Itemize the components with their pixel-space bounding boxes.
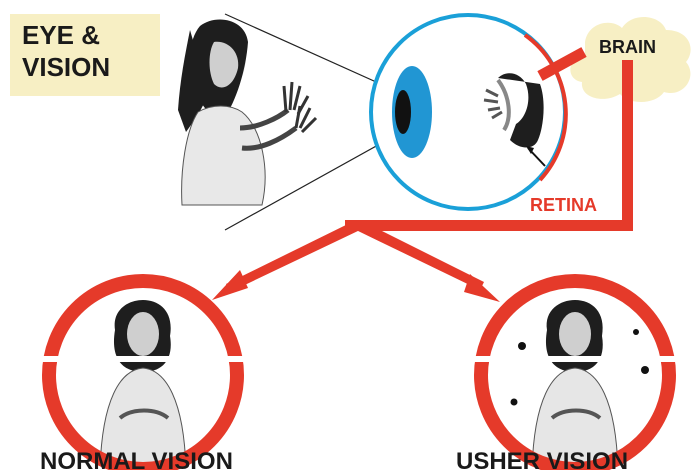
brain-label: BRAIN bbox=[599, 38, 656, 56]
usher-vision-circle bbox=[472, 281, 678, 470]
normal-vision-label: NORMAL VISION bbox=[40, 450, 233, 474]
usher-vision-label: USHER VISION bbox=[456, 450, 628, 474]
eye-cross-section-icon bbox=[371, 15, 566, 209]
retina-label: RETINA bbox=[530, 196, 597, 214]
signing-person-icon bbox=[178, 19, 316, 205]
title-line-2: VISION bbox=[22, 54, 110, 80]
title-line-1: EYE & bbox=[22, 22, 100, 48]
normal-vision-circle bbox=[40, 281, 246, 470]
